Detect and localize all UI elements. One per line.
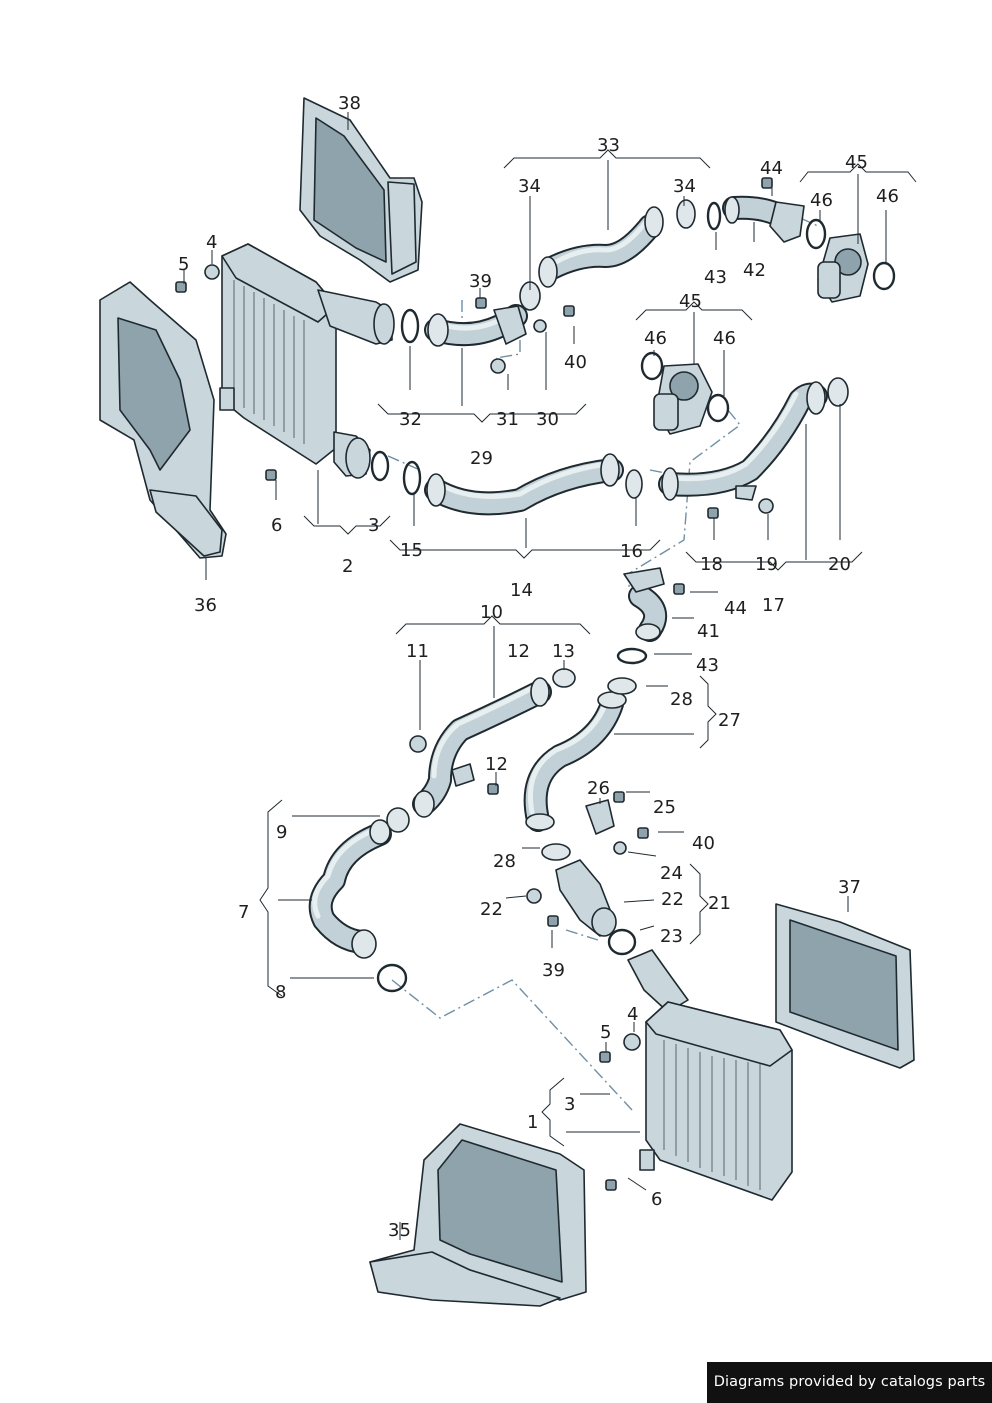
hose-27 <box>523 691 627 832</box>
part-label: 26 <box>587 778 610 799</box>
part-labels: 38 33 34 34 44 45 46 46 4 5 39 42 43 40 … <box>178 93 899 1241</box>
intercooler-upper-outlet <box>317 289 395 479</box>
part-label: 46 <box>644 328 667 349</box>
part-label: 33 <box>597 135 620 156</box>
part-label: 46 <box>810 190 833 211</box>
part-label: 5 <box>178 254 189 275</box>
air-duct-upper-38 <box>299 97 423 283</box>
part-label: 2 <box>342 556 353 577</box>
part-label: 34 <box>518 176 541 197</box>
part-label: 24 <box>660 863 683 884</box>
part-label: 44 <box>760 158 783 179</box>
part-label: 21 <box>708 893 731 914</box>
part-label: 6 <box>271 515 282 536</box>
hose-17 <box>658 381 828 501</box>
part-label: 10 <box>480 602 503 623</box>
part-label: 36 <box>194 595 217 616</box>
air-guide-left-36 <box>99 281 227 559</box>
part-label: 19 <box>755 554 778 575</box>
part-label: 40 <box>564 352 587 373</box>
part-label: 22 <box>480 899 503 920</box>
charge-air-pipe-29 <box>424 304 528 347</box>
part-label: 17 <box>762 595 785 616</box>
part-label: 37 <box>838 877 861 898</box>
part-label: 3 <box>564 1094 575 1115</box>
throttle-body-45-middle <box>653 363 713 435</box>
part-label: 28 <box>670 689 693 710</box>
part-label: 44 <box>724 598 747 619</box>
part-label: 4 <box>627 1004 638 1025</box>
part-label: 46 <box>876 186 899 207</box>
part-label: 27 <box>718 710 741 731</box>
part-label: 9 <box>276 822 287 843</box>
part-label: 43 <box>696 655 719 676</box>
part-label: 22 <box>661 889 684 910</box>
part-label: 39 <box>469 271 492 292</box>
part-label: 28 <box>493 851 516 872</box>
hose-33 <box>538 206 664 288</box>
part-label: 14 <box>510 580 533 601</box>
part-label: 45 <box>679 291 702 312</box>
diagram-credit-banner: Diagrams provided by catalogs parts <box>707 1362 992 1403</box>
part-label: 15 <box>400 540 423 561</box>
shroud-right-37 <box>775 903 915 1069</box>
part-label: 34 <box>673 176 696 197</box>
part-label: 12 <box>507 641 530 662</box>
part-label: 30 <box>536 409 559 430</box>
air-duct-lower-35 <box>369 1123 587 1307</box>
part-label: 18 <box>700 554 723 575</box>
flange-pipe-42 <box>722 195 805 243</box>
intercooler-upper-2 <box>219 243 337 465</box>
part-label: 29 <box>470 448 493 469</box>
part-label: 32 <box>399 409 422 430</box>
part-label: 20 <box>828 554 851 575</box>
hose-14 <box>424 453 624 516</box>
lower-cooler-inlet <box>627 949 689 1013</box>
part-label: 13 <box>552 641 575 662</box>
part-label: 6 <box>651 1189 662 1210</box>
part-label: 5 <box>600 1022 611 1043</box>
part-label: 23 <box>660 926 683 947</box>
o-rings <box>370 201 896 993</box>
part-label: 4 <box>206 232 217 253</box>
hose-7 <box>308 819 392 959</box>
part-label: 11 <box>406 641 429 662</box>
intercooler-lower-1 <box>639 1001 793 1201</box>
part-label: 1 <box>527 1112 538 1133</box>
part-label: 45 <box>845 152 868 173</box>
part-label: 35 <box>388 1220 411 1241</box>
leader-lines <box>183 112 917 1240</box>
bolts-and-nuts <box>175 177 774 1191</box>
part-label: 16 <box>620 541 643 562</box>
part-label: 40 <box>692 833 715 854</box>
part-label: 8 <box>275 982 286 1003</box>
part-label: 46 <box>713 328 736 349</box>
part-label: 12 <box>485 754 508 775</box>
part-label: 7 <box>238 902 249 923</box>
pipe-41 <box>623 567 668 642</box>
part-label: 42 <box>743 260 766 281</box>
hose-10 <box>412 677 552 818</box>
connector-21 <box>555 799 617 937</box>
hose-clamps <box>386 199 849 861</box>
part-label: 43 <box>704 267 727 288</box>
part-label: 39 <box>542 960 565 981</box>
part-label: 3 <box>368 515 379 536</box>
part-label: 38 <box>338 93 361 114</box>
throttle-body-45-upper <box>817 233 869 303</box>
part-label: 41 <box>697 621 720 642</box>
part-label: 31 <box>496 409 519 430</box>
part-label: 25 <box>653 797 676 818</box>
